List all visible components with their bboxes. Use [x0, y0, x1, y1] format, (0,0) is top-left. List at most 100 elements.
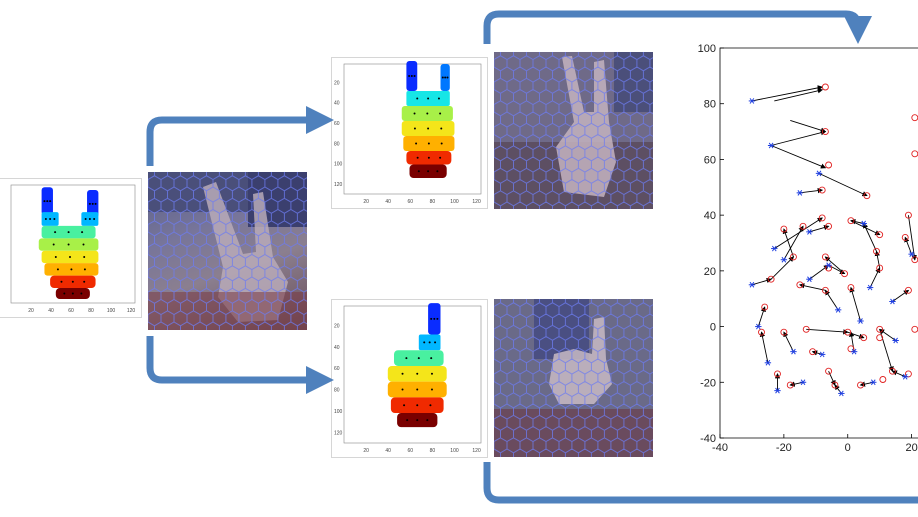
red-circle-marker: [761, 303, 769, 311]
red-circle-marker: [873, 247, 880, 255]
correspondence-vector: [824, 289, 839, 311]
plot-y-tick-label: 60: [334, 121, 340, 127]
plot-x-tick-label: 80: [430, 448, 436, 454]
sample-point: [93, 218, 96, 221]
plot-y-tick-label: 40: [334, 345, 340, 351]
plot-y-tick-label: 100: [334, 409, 343, 415]
plot-x-tick-label: 60: [68, 308, 74, 314]
plot-x-tick-label: 80: [88, 308, 94, 314]
sample-point: [433, 317, 436, 320]
red-circle-marker: [860, 334, 868, 342]
y-tick-label: 80: [704, 99, 716, 111]
sample-point: [63, 292, 66, 295]
red-circle-marker: [799, 222, 807, 230]
sample-point: [430, 388, 433, 391]
plot-x-tick-label: 60: [408, 448, 414, 454]
plot-x-tick-label: 20: [363, 448, 369, 454]
blue-asterisk-marker: [767, 142, 775, 149]
plot-x-tick-label: 40: [385, 448, 391, 454]
red-circle-marker: [758, 328, 765, 336]
sample-point: [416, 419, 419, 422]
correspondence-vector: [759, 331, 769, 363]
arrow-group: [146, 10, 918, 504]
sample-point: [416, 372, 419, 375]
red-circle-marker: [876, 325, 884, 333]
correspondence-vector: [783, 331, 794, 352]
sample-point: [82, 243, 85, 246]
sample-point: [70, 268, 73, 271]
red-circle-marker: [809, 348, 817, 356]
blue-asterisk-marker: [771, 245, 778, 252]
correspondence-vector: [907, 215, 917, 261]
sample-point: [426, 112, 429, 115]
correspondence-vector: [879, 329, 894, 373]
blue-asterisk-marker: [908, 251, 915, 258]
red-circle-marker: [901, 233, 909, 241]
plot-x-tick-label: 40: [385, 199, 391, 205]
blue-asterisk-marker: [866, 284, 874, 291]
sample-point: [405, 357, 408, 360]
sample-point: [441, 76, 444, 79]
correspondence-vector: [770, 256, 795, 280]
blue-asterisk-marker: [748, 281, 756, 288]
sample-point: [80, 292, 83, 295]
y-tick-label: 20: [704, 266, 716, 278]
sample-point: [428, 341, 431, 344]
sample-point: [88, 202, 91, 205]
red-circle-marker: [876, 334, 884, 342]
plot-x-tick-label: 40: [48, 308, 54, 314]
blue-asterisk-marker: [889, 298, 896, 305]
correspondence-vector: [824, 256, 845, 274]
sample-point: [413, 127, 416, 130]
red-circle-marker: [876, 231, 884, 239]
blue-asterisk-marker: [806, 228, 813, 235]
x-tick-label: -40: [712, 442, 728, 454]
x-tick-label: -20: [776, 442, 792, 454]
sample-point: [71, 292, 74, 295]
correspondence-vector: [770, 145, 827, 169]
red-circle-marker: [889, 367, 896, 375]
plot-y-tick-label: 20: [334, 80, 340, 86]
correspondence-vector: [869, 267, 881, 288]
blue-asterisk-marker: [857, 318, 864, 324]
red-circle-marker: [831, 381, 839, 389]
red-circle-marker: [821, 286, 829, 294]
correspondence-vector: [782, 228, 794, 258]
arrow-top-to-graph: [483, 10, 872, 44]
sample-point: [44, 218, 47, 221]
sample-point: [49, 218, 52, 221]
red-circle-marker: [780, 225, 788, 233]
plot-y-tick-label: 40: [334, 101, 340, 107]
red-circle-marker: [821, 128, 829, 136]
plot-y-tick-label: 120: [334, 430, 343, 436]
red-circle-marker: [911, 325, 918, 333]
sample-point: [401, 388, 404, 391]
correspondence-vector: [891, 370, 906, 378]
x-tick-label: 0: [845, 442, 851, 454]
correspondence-vector: [783, 225, 804, 260]
superpixel-cells: [148, 172, 307, 330]
red-circle-marker: [802, 325, 810, 333]
red-circle-marker: [863, 192, 871, 200]
red-circle-marker: [844, 328, 852, 336]
plot-x-tick-label: 20: [28, 308, 34, 314]
plot-x-tick-label: 120: [472, 199, 481, 205]
red-circle-marker: [825, 161, 833, 169]
superpixel-cells: [494, 52, 653, 209]
red-circle-marker: [904, 286, 912, 294]
sample-point: [446, 76, 449, 79]
sample-point: [436, 317, 439, 320]
sample-point: [81, 231, 84, 234]
blue-asterisk-marker: [892, 337, 899, 344]
red-circle-marker: [821, 253, 829, 261]
sample-point: [83, 280, 86, 283]
blue-asterisk-marker: [870, 379, 877, 386]
red-circle-marker: [821, 83, 829, 91]
sample-point: [60, 280, 63, 283]
arrow-to-bottom-output: [146, 336, 334, 394]
sample-point: [67, 231, 70, 234]
sample-point: [54, 255, 57, 258]
